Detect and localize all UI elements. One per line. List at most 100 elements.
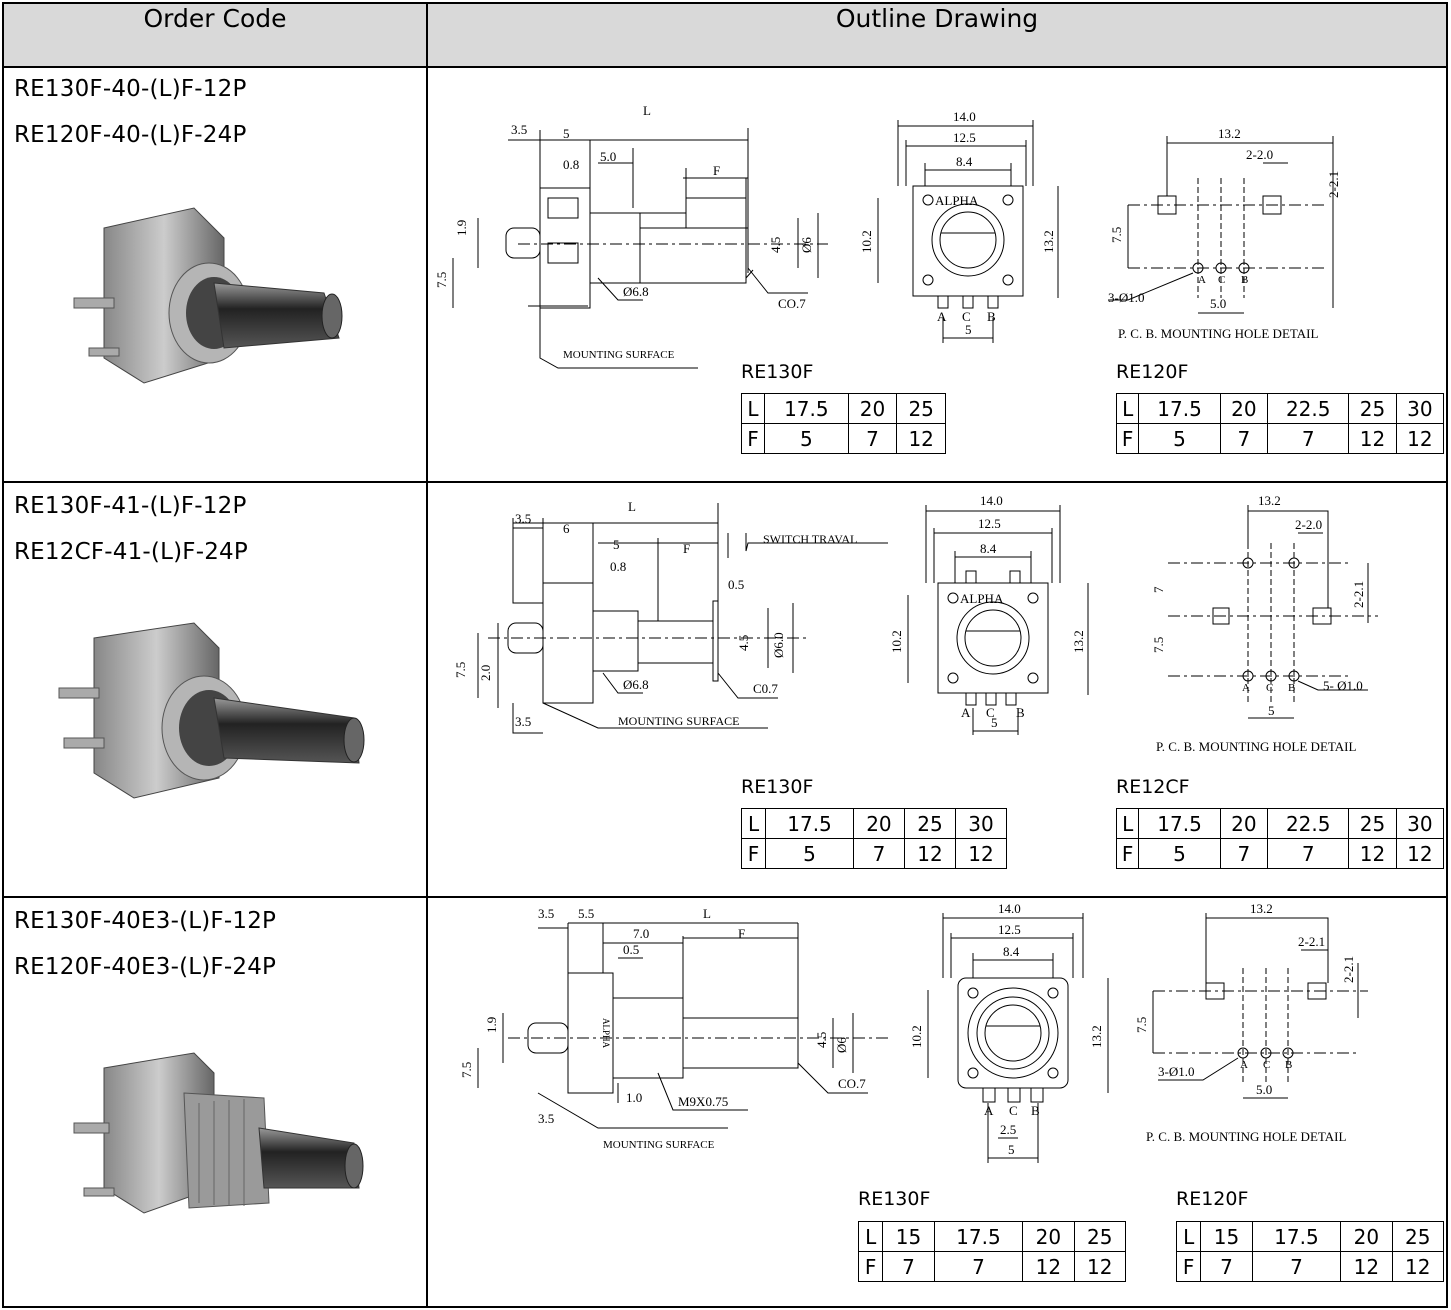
lf-cell: 7 [847,423,898,454]
lf-cell: 12 [1340,1251,1393,1282]
lf-cell: 17.5 [1138,393,1221,424]
lf-cell: 12 [1348,838,1397,869]
outline-drawing: L 3.5 5 0.8 5.0 F 1.9 7.5 4.5 Ø6 Ø6.8 CO… [434,103,1341,369]
lf-cell: 22.5 [1267,393,1350,424]
dim-3-5: 3.5 [538,906,554,921]
dim-phi6-8: Ø6.8 [623,677,649,692]
lf-cell: F [857,1251,884,1282]
dim-0-8: 0.8 [563,157,579,172]
lf-cell: 22.5 [1267,808,1350,839]
pcb-pin-b: B [1285,1059,1292,1071]
lf-cell: 25 [903,808,956,839]
dim-co: CO.7 [778,296,806,311]
dim-pitch: 5 [991,715,998,730]
dim-4-5: 4.5 [814,1032,829,1048]
pin-a: A [961,705,971,720]
dim-5: 5 [613,537,620,552]
dim-12-5: 12.5 [998,922,1021,937]
lf-cell: 12 [1073,1251,1127,1282]
pin-b: B [987,309,996,324]
dim-L: L [628,499,636,514]
outline-drawing: 3.5 5.5 L 7.0 F 0.5 1.9 7.5 ALPHA 4.5 Ø6… [459,901,1368,1163]
pcb-pin-a: A [1198,274,1206,286]
lf-cell: L [1115,808,1140,839]
dim-14: 14.0 [980,493,1003,508]
lf-cell: 7 [1267,838,1350,869]
holes-label: 5- Ø1.0 [1323,678,1363,693]
order-code: RE12CF-41-(L)F-24P [14,539,248,565]
lf-cell: 17.5 [1138,808,1221,839]
lf-cell: 17.5 [933,1221,1024,1252]
lf-cell: 25 [1391,1221,1445,1252]
header-order-code: Order Code [2,2,428,68]
lf-cell: 30 [1395,393,1445,424]
lf-cell: 7 [1219,838,1269,869]
dim-co: C0.7 [753,681,778,696]
lf-cell: 12 [954,838,1008,869]
brand-label: ALPHA [960,591,1004,606]
pin-c: C [962,309,971,324]
table-label: RE12CF [1116,776,1190,798]
dim-13-2: 13.2 [1041,230,1056,253]
dim-6: 6 [563,521,570,536]
dim-2-0: 2.0 [478,665,493,681]
dim-2-2-1: 2-2.1 [1341,956,1356,983]
lf-cell: 20 [852,808,905,839]
lf-cell: 25 [896,393,946,424]
dim-phi6-0: Ø6.0 [771,632,786,658]
outline-drawing-cell: 3.5 5.5 L 7.0 F 0.5 1.9 7.5 ALPHA 4.5 Ø6… [426,896,1448,1308]
order-code: RE130F-40-(L)F-12P [14,76,247,102]
dim-13-2: 13.2 [1218,126,1241,141]
dim-F: F [713,163,720,178]
lf-cell: 5 [1138,423,1221,454]
pcb-pin-c: C [1218,274,1225,286]
dim-1-9: 1.9 [484,1017,499,1033]
dim-0-5: 0.5 [728,577,744,592]
dim-10-2: 10.2 [859,230,874,253]
dim-10-2: 10.2 [889,630,904,653]
brand-label: ALPHA [601,1018,611,1049]
dim-3-5-bottom: 3.5 [538,1111,554,1126]
lf-cell: 15 [882,1221,935,1252]
pcb-pin-c: C [1266,682,1273,694]
dim-7: 7 [1151,586,1166,593]
lf-cell: 20 [847,393,898,424]
holes-label: 3-Ø1.0 [1158,1064,1194,1079]
order-code: RE120F-40E3-(L)F-24P [14,954,277,980]
lf-cell: 7 [852,838,905,869]
pcb-pin-a: A [1240,1059,1248,1071]
dim-pitch: 5 [965,322,972,337]
lf-cell: 7 [1251,1251,1342,1282]
lf-cell: 12 [1391,1251,1445,1282]
dim-7-5: 7.5 [1151,637,1166,653]
table-label: RE130F [858,1188,931,1210]
table-label: RE130F [741,776,814,798]
mounting-surface-label: MOUNTING SURFACE [603,1139,715,1151]
lf-cell: 5 [1138,838,1221,869]
lf-cell: 25 [1073,1221,1127,1252]
dim-5-0: 5.0 [1256,1082,1272,1097]
dim-L: L [703,906,711,921]
dim-F: F [683,541,690,556]
dim-2-2-1: 2-2.1 [1351,581,1366,608]
pcb-pin-a: A [1242,682,1250,694]
dim-hole-size: 2-2.0 [1295,517,1322,532]
lf-cell: L [741,393,765,424]
lf-cell: L [1115,393,1140,424]
order-code-cell: RE130F-41-(L)F-12P RE12CF-41-(L)F-24P [2,481,428,898]
pcb-caption: P. C. B. MOUNTING HOLE DETAIL [1156,739,1357,754]
table-label: RE120F [1116,361,1189,383]
switch-travel-label: SWITCH TRAVAL [763,532,857,546]
dim-5: 5 [563,126,570,141]
outline-drawing-cell: L 3.5 5 0.8 5.0 F 1.9 7.5 4.5 Ø6 Ø6.8 CO… [426,66,1448,483]
dim-7-0: 7.0 [633,926,649,941]
order-code-cell: RE130F-40E3-(L)F-12P RE120F-40E3-(L)F-24… [2,896,428,1308]
pin-a: A [937,309,947,324]
order-code-cell: RE130F-40-(L)F-12P RE120F-40-(L)F-24P [2,66,428,483]
dim-8-4: 8.4 [980,541,997,556]
encoder-photo [58,622,365,799]
